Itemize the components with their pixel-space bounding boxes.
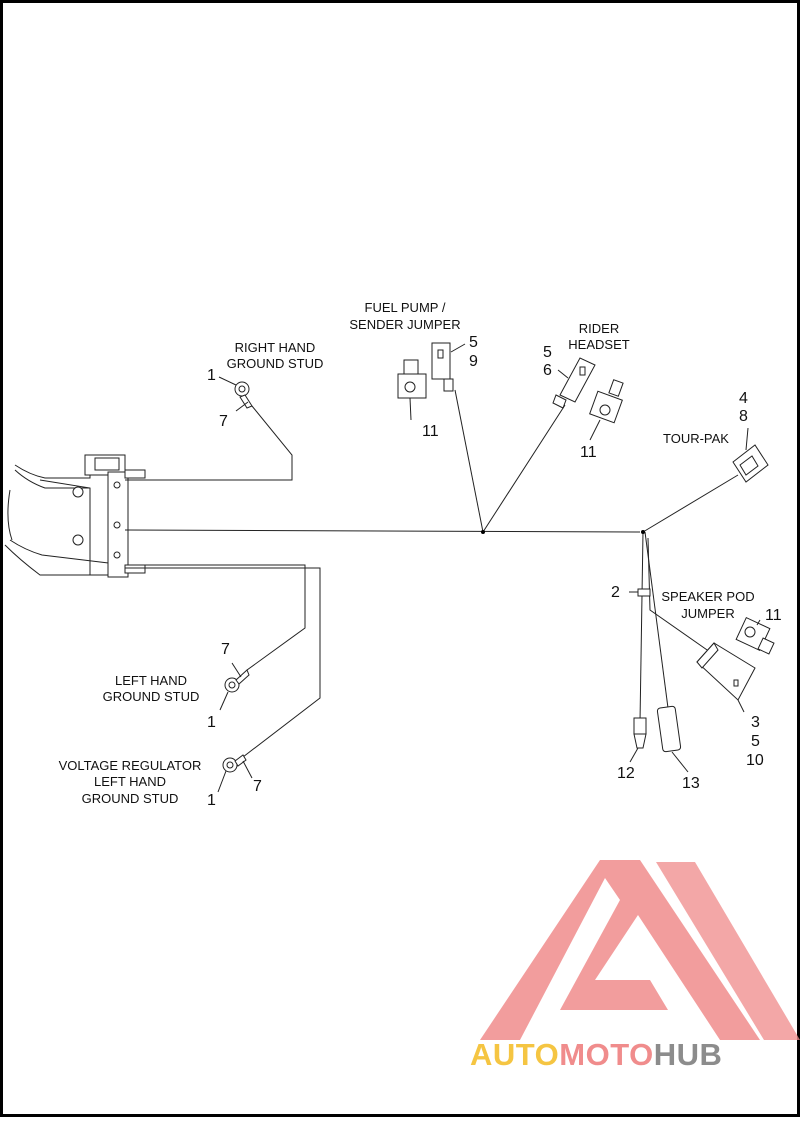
left-hand-label-2: GROUND STUD bbox=[103, 689, 200, 704]
ring-terminal-left bbox=[224, 669, 250, 693]
watermark bbox=[480, 860, 800, 1040]
rider-headset-label-2: HEADSET bbox=[568, 337, 629, 352]
right-hand-num-7: 7 bbox=[219, 413, 228, 430]
speaker-pod-socket bbox=[735, 616, 775, 655]
vreg-label-3: GROUND STUD bbox=[82, 791, 179, 806]
rider-headset-label-1: RIDER bbox=[579, 321, 619, 336]
speaker-pod-label-1: SPEAKER POD bbox=[661, 589, 754, 604]
vreg-label-1: VOLTAGE REGULATOR bbox=[59, 758, 202, 773]
tour-pak-num-4: 4 bbox=[739, 390, 748, 407]
num-12: 12 bbox=[617, 765, 635, 782]
rider-headset-connector bbox=[552, 357, 596, 409]
watermark-logo-inner bbox=[656, 862, 800, 1040]
fuel-pump-label-2: SENDER JUMPER bbox=[349, 317, 460, 332]
fuel-pump-num-9: 9 bbox=[469, 353, 478, 370]
connector-12 bbox=[633, 717, 647, 749]
speaker-pod-num-10: 10 bbox=[746, 752, 764, 769]
rider-headset-num-11: 11 bbox=[580, 444, 597, 461]
fuel-pump-connector-plug bbox=[431, 342, 454, 392]
wire-clip bbox=[637, 588, 651, 597]
vreg-num-1: 1 bbox=[207, 792, 216, 809]
fuel-pump-num-11: 11 bbox=[422, 423, 439, 440]
right-hand-label-1: RIGHT HAND bbox=[235, 340, 316, 355]
right-hand-label-2: GROUND STUD bbox=[227, 356, 324, 371]
tour-pak-label: TOUR-PAK bbox=[663, 431, 729, 446]
watermark-moto: MOTO bbox=[559, 1037, 653, 1072]
component-13 bbox=[656, 705, 682, 753]
labels: RIGHT HAND GROUND STUD 1 7 FUEL PUMP / S… bbox=[59, 300, 782, 809]
rider-headset-num-6: 6 bbox=[543, 362, 552, 379]
ring-terminal-vreg bbox=[222, 754, 247, 773]
watermark-hub: HUB bbox=[654, 1037, 723, 1072]
fuel-pump-label-1: FUEL PUMP / bbox=[365, 300, 446, 315]
left-hand-num-7: 7 bbox=[221, 641, 230, 658]
tour-pak-connector bbox=[732, 444, 769, 483]
speaker-pod-label-2: JUMPER bbox=[681, 606, 734, 621]
harness-wires bbox=[124, 389, 739, 758]
vreg-label-2: LEFT HAND bbox=[94, 774, 166, 789]
rider-headset-num-5: 5 bbox=[543, 344, 552, 361]
watermark-logo bbox=[480, 860, 760, 1040]
tour-pak-num-8: 8 bbox=[739, 408, 748, 425]
speaker-pod-num-2: 2 bbox=[611, 584, 620, 601]
watermark-auto: AUTO bbox=[470, 1037, 559, 1072]
watermark-text: AUTOMOTOHUB bbox=[470, 1037, 722, 1072]
frame-bracket bbox=[4, 454, 146, 578]
fuel-pump-num-5: 5 bbox=[469, 334, 478, 351]
speaker-pod-num-11: 11 bbox=[765, 607, 782, 624]
rider-headset-socket bbox=[589, 379, 624, 424]
leader-lines bbox=[217, 343, 761, 793]
speaker-pod-num-3: 3 bbox=[751, 714, 760, 731]
vreg-num-7: 7 bbox=[253, 778, 262, 795]
left-hand-label-1: LEFT HAND bbox=[115, 673, 187, 688]
right-hand-num-1: 1 bbox=[207, 367, 216, 384]
speaker-pod-connector bbox=[696, 642, 756, 701]
ring-terminal-right bbox=[234, 381, 253, 409]
speaker-pod-num-5: 5 bbox=[751, 733, 760, 750]
left-hand-num-1: 1 bbox=[207, 714, 216, 731]
fuel-pump-connector-socket bbox=[397, 359, 427, 399]
num-13: 13 bbox=[682, 775, 700, 792]
